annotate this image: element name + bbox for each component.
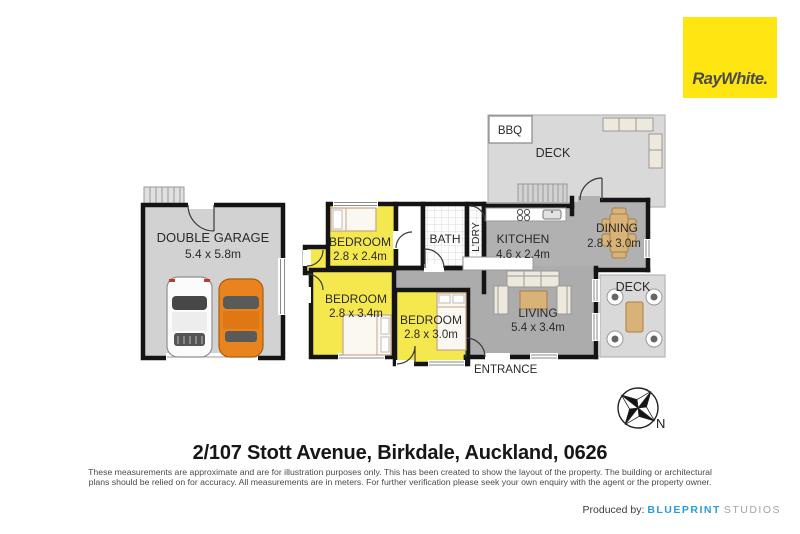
disclaimer: These measurements are approximate and a… bbox=[0, 467, 800, 487]
bedroom3-label: BEDROOM bbox=[400, 313, 462, 327]
kitchen-bench-icon bbox=[462, 256, 534, 271]
address-title: 2/107 Stott Avenue, Birkdale, Auckland, … bbox=[192, 442, 608, 464]
kitchen-label: KITCHEN bbox=[497, 232, 550, 246]
deck-right-area bbox=[599, 274, 666, 358]
deck-top-area bbox=[487, 114, 666, 208]
sofa-icon bbox=[493, 270, 572, 315]
bedroom2-dims: 2.8 x 3.4m bbox=[329, 308, 383, 320]
disclaimer-line-2: plans should be relied on for accuracy. … bbox=[88, 477, 712, 487]
bedroom1-label: BEDROOM bbox=[329, 235, 391, 249]
bbq-icon bbox=[488, 115, 533, 144]
kitchen-dims: 4.6 x 2.4m bbox=[496, 249, 550, 261]
coffee-table-icon bbox=[519, 290, 548, 310]
orange-car-icon bbox=[218, 278, 264, 358]
deck-top-label: DECK bbox=[536, 146, 571, 160]
disclaimer-line-1: These measurements are approximate and a… bbox=[88, 467, 712, 477]
white-car-icon bbox=[166, 276, 213, 358]
entrance-label: ENTRANCE bbox=[474, 364, 538, 376]
laundry-label: L'DRY bbox=[470, 222, 482, 252]
room-lobby bbox=[393, 201, 426, 271]
produced-by-label: Produced by: bbox=[582, 504, 645, 516]
raywhite-logo: RayWhite. bbox=[683, 17, 777, 98]
producer-suffix: STUDIOS bbox=[723, 504, 781, 516]
bath-label: BATH bbox=[429, 232, 460, 246]
bedroom2-label: BEDROOM bbox=[325, 292, 387, 306]
outdoor-table-icon bbox=[606, 288, 663, 348]
dining-table-icon bbox=[601, 207, 637, 259]
raywhite-logo-text: RayWhite. bbox=[692, 70, 768, 88]
compass-north-label: N bbox=[656, 416, 665, 431]
windows bbox=[333, 200, 652, 368]
kitchen-counter-icon bbox=[485, 207, 567, 222]
compass-icon: N bbox=[617, 387, 665, 431]
bed-icon bbox=[330, 207, 377, 232]
deck-bench-icon bbox=[602, 117, 663, 169]
room-labels: DOUBLE GARAGE 5.4 x 5.8m BEDROOM 2.8 x 2… bbox=[157, 125, 651, 376]
bed-icon bbox=[342, 314, 392, 356]
bedroom1-dims: 2.8 x 2.4m bbox=[333, 251, 387, 263]
room-garage bbox=[140, 186, 287, 361]
bed-icon bbox=[436, 292, 467, 351]
garage-dims: 5.4 x 5.8m bbox=[185, 247, 241, 261]
bedroom3-dims: 2.8 x 3.0m bbox=[404, 329, 458, 341]
dining-label: DINING bbox=[596, 221, 638, 235]
doors bbox=[303, 177, 603, 368]
living-label: LIVING bbox=[518, 306, 557, 320]
deck-right-label: DECK bbox=[616, 280, 651, 294]
deck-stairs-icon bbox=[517, 183, 568, 208]
dining-dims: 2.8 x 3.0m bbox=[587, 238, 641, 250]
living-dims: 5.4 x 3.4m bbox=[511, 322, 565, 334]
garage-label: DOUBLE GARAGE bbox=[157, 230, 270, 245]
bbq-label: BBQ bbox=[498, 125, 522, 137]
producer-name: BLUEPRINT bbox=[647, 504, 721, 516]
producer-credit: Produced by: BLUEPRINT STUDIOS bbox=[583, 504, 781, 516]
